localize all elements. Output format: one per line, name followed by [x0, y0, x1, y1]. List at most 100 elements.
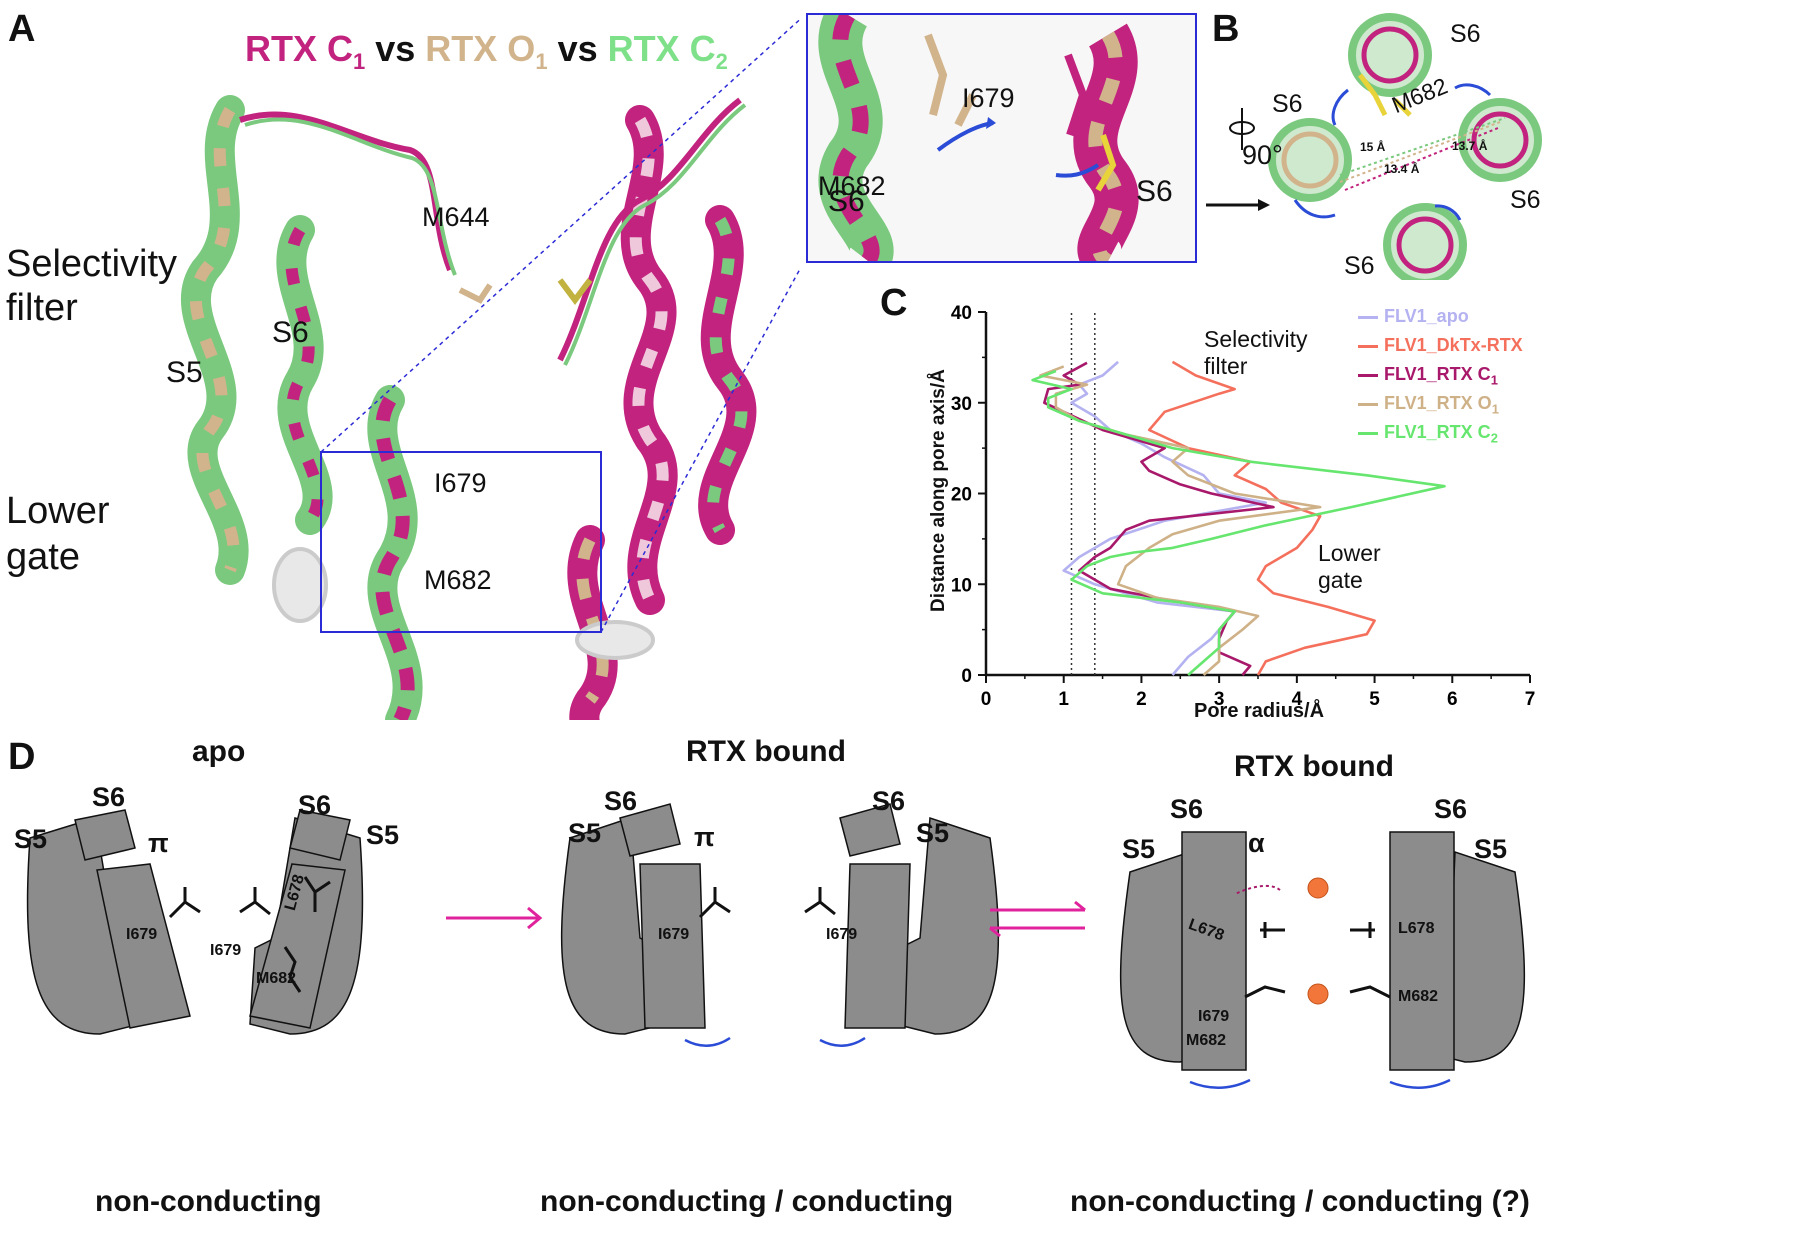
title-part-sub-4: 2 — [715, 49, 728, 75]
zoom-line-bottom — [600, 267, 800, 633]
apo-s5-label-left: S5 — [14, 824, 48, 854]
apo-i679-label-left: I679 — [126, 926, 158, 943]
rtx2-m682-sidechain-right — [1349, 985, 1391, 999]
selectivity-filter-annotation: Selectivity filter — [1204, 326, 1308, 379]
legend-entry: FLV1_DkTx-RTX — [1358, 335, 1523, 364]
y-axis-label: Distance along pore axis/Å — [928, 369, 949, 612]
state-1-title: apo — [192, 735, 246, 768]
rtx2-s6-right — [1389, 831, 1455, 1071]
rotation-icon — [1206, 108, 1270, 211]
legend-swatch — [1358, 344, 1378, 348]
series-line-flv1-dktx-rtx — [1147, 360, 1376, 676]
selectivity-filter-label: Selectivity filter — [6, 243, 178, 329]
apo-pi-label: π — [148, 828, 169, 858]
title-part-sub-0: 1 — [353, 49, 366, 75]
legend-label: FLV1_RTX C — [1384, 364, 1491, 384]
x-tick-label: 6 — [1447, 689, 1458, 710]
lower-gate-label: Lower gate — [6, 490, 110, 578]
series-line-flv1-rtx-c-2 — [1031, 369, 1446, 676]
panel-a-title: RTX C1 vs RTX O1 vs RTX C2 — [245, 28, 728, 75]
apo-s6-label-left: S6 — [92, 782, 126, 812]
apo-l678-sidechain — [303, 876, 331, 912]
panel-d-letter: D — [8, 736, 36, 778]
legend-label-sub: 2 — [1490, 430, 1498, 446]
alpha-shift-arrow — [1234, 884, 1281, 895]
apo-s5-label-right: S5 — [366, 820, 400, 850]
inset-s6-left-label: S6 — [828, 185, 865, 218]
y-tick-label: 20 — [951, 485, 972, 506]
rtx-i679-label-right: I679 — [826, 926, 858, 943]
apo-s6-left — [96, 863, 191, 1029]
title-part-sub-2: 1 — [535, 49, 548, 75]
s6-helix-bottom — [1383, 203, 1467, 280]
rotation-label: 90° — [1242, 140, 1283, 170]
rtx2-m682-sidechain-left — [1244, 985, 1286, 999]
legend-swatch — [1358, 431, 1378, 435]
inset-m682-label: M682 — [818, 171, 886, 201]
s6-helix-right — [1458, 98, 1542, 182]
s6-helix-left — [1268, 118, 1352, 202]
b-s6-right: S6 — [1510, 186, 1541, 214]
inset-graphic — [818, 15, 1139, 261]
rtx2-l678-label-right: L678 — [1398, 920, 1435, 937]
title-part-1: vs — [365, 28, 426, 69]
state-3-title: RTX bound — [1234, 750, 1394, 783]
rtx2-s6-left — [1181, 831, 1247, 1071]
apo-i679-sidechain-left — [168, 887, 201, 919]
state-2-title: RTX bound — [686, 735, 846, 768]
rtx2-i679-label: I679 — [1198, 1008, 1230, 1025]
panel-c-letter: C — [880, 282, 908, 324]
rtx-pi-label: π — [694, 822, 715, 852]
legend-swatch — [1358, 315, 1378, 319]
left-protomer — [180, 95, 493, 720]
rtx-s6-label-right: S6 — [872, 786, 906, 816]
x-tick-label: 0 — [981, 689, 992, 710]
right-protomer — [557, 97, 757, 720]
distance-label-c1: 13.4 Å — [1384, 162, 1420, 176]
ion-top — [1307, 877, 1329, 899]
rtx-s6-right — [844, 863, 911, 1029]
apo-i679-sidechain-right — [239, 887, 271, 916]
legend-label: FLV1_apo — [1384, 306, 1469, 326]
y-tick-label: 30 — [951, 394, 972, 415]
b-s6-top: S6 — [1450, 20, 1481, 48]
rtx2-s5-label-left: S5 — [1122, 834, 1156, 864]
gating-schematic — [26, 803, 1526, 1089]
y-tick-label: 40 — [951, 303, 972, 324]
s5-label: S5 — [166, 356, 203, 389]
rtx-s6-label-left: S6 — [604, 786, 638, 816]
rtx2-rotation-arrow-right — [1389, 1078, 1451, 1089]
rtx2-s6-label-left: S6 — [1170, 794, 1204, 824]
apo-pi-helix-right — [289, 809, 351, 861]
b-s6-left: S6 — [1272, 90, 1303, 118]
lower-gate-annotation: Lower gate — [1318, 540, 1381, 593]
legend-swatch — [1358, 373, 1378, 377]
rtx2-alpha-label: α — [1248, 828, 1265, 858]
rtx-pi-helix-right — [839, 803, 901, 857]
rtx2-rotation-arrow-left — [1189, 1078, 1251, 1089]
rtx-s5-label-right: S5 — [916, 818, 950, 848]
title-part-2: RTX O — [425, 28, 536, 69]
rtx2-s6-label-right: S6 — [1434, 794, 1468, 824]
x-tick-label: 5 — [1369, 689, 1380, 710]
s6-label: S6 — [272, 316, 309, 349]
x-tick-label: 7 — [1525, 689, 1536, 710]
title-part-4: RTX C — [607, 28, 716, 69]
y-tick-label: 0 — [961, 666, 972, 687]
apo-m682-label: M682 — [256, 970, 297, 987]
title-part-3: vs — [547, 28, 608, 69]
rtx-rotation-arrow-left — [684, 1036, 731, 1047]
rtx2-l678-sidechain-right — [1350, 922, 1375, 938]
rtx-i679-label-left: I679 — [658, 926, 690, 943]
x-tick-label: 2 — [1136, 689, 1147, 710]
panel-b-letter: B — [1212, 8, 1240, 50]
s6-helix-top — [1348, 13, 1432, 97]
m682-label: M682 — [424, 565, 492, 595]
zoom-line-top — [320, 18, 800, 453]
series-line-flv1-rtx-o-1 — [1039, 365, 1322, 676]
ion-bottom — [1307, 983, 1329, 1005]
legend-label: FLV1_RTX C — [1384, 422, 1491, 442]
i679-label: I679 — [434, 468, 487, 498]
rtx-i679-sidechain-left — [698, 887, 731, 919]
rtx2-m682-label-right: M682 — [1398, 988, 1439, 1005]
